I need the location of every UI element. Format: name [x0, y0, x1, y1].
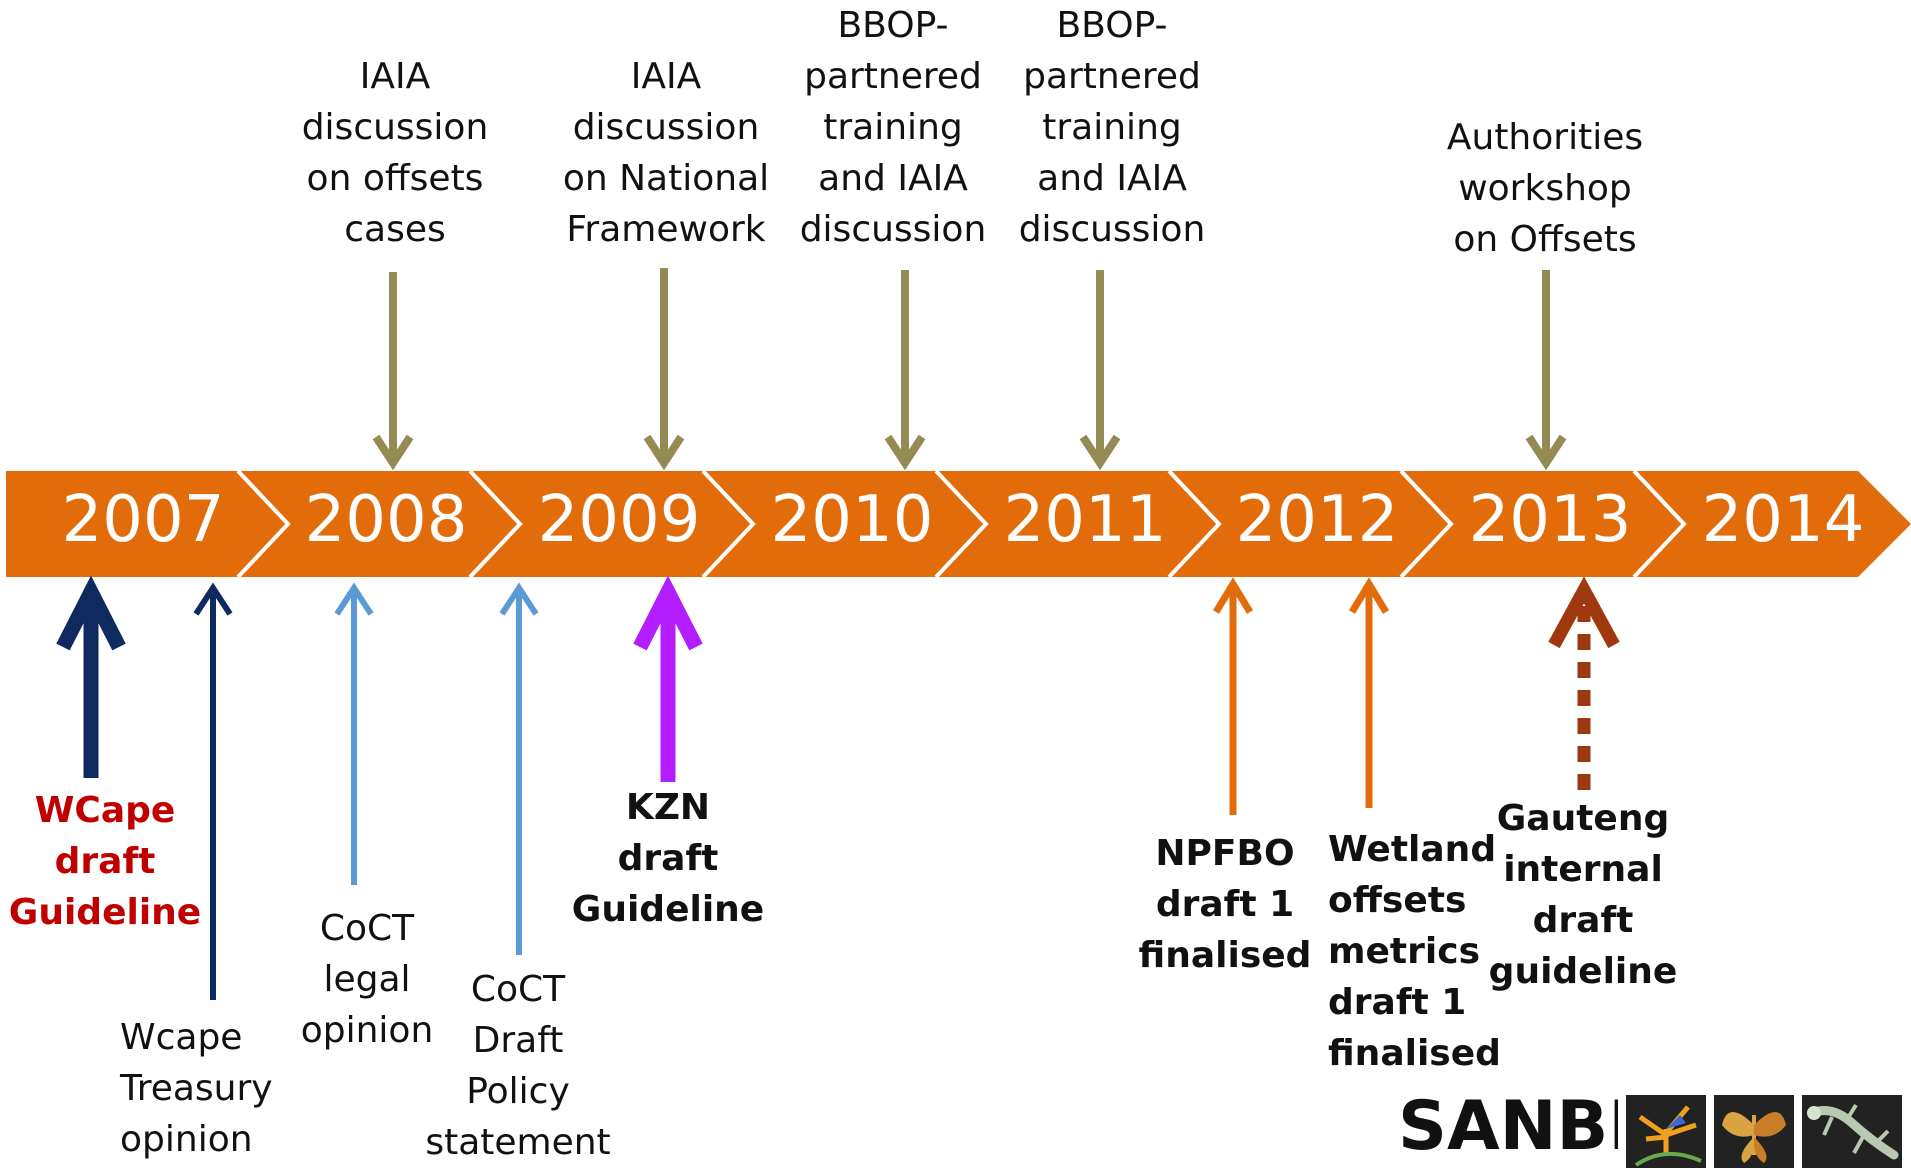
bottom-arrow-npfbo-head	[1213, 577, 1253, 614]
bottom-arrow-coct-policy-head	[499, 582, 539, 616]
lizard-icon	[1802, 1095, 1902, 1168]
sanbi-logo: SANBI	[1398, 1087, 1618, 1166]
band-chevron-1	[236, 469, 291, 579]
year-label-2014: 2014	[1701, 483, 1865, 557]
top-arrow-bbop-2-head	[1079, 434, 1121, 471]
bottom-arrow-wcape-treasury-head	[193, 582, 233, 616]
bottom-arrow-kzn-head	[633, 575, 703, 651]
band-chevron-2	[468, 469, 523, 579]
year-label-2007: 2007	[61, 483, 225, 557]
band-chevron-6	[1399, 469, 1454, 579]
bird-of-paradise-flower-icon	[1626, 1095, 1706, 1168]
bottom-event-wetland-offsets-metrics: Wetland offsets metrics draft 1 finalise…	[1328, 829, 1501, 1074]
bottom-arrow-wcape-guideline-head	[56, 575, 126, 651]
year-label-2011: 2011	[1003, 483, 1167, 557]
band-chevron-4	[934, 469, 989, 579]
bottom-event-coct-legal-opinion: CoCT legal opinion	[300, 908, 434, 1051]
top-arrow-iaia-offsets-head	[372, 434, 414, 471]
band-chevron-5	[1167, 469, 1222, 579]
top-arrow-iaia-framework-head	[643, 434, 685, 471]
top-event-bbop-training-1: BBOP- partnered training and IAIA discus…	[799, 5, 987, 250]
bottom-event-coct-draft-policy: CoCT Draft Policy statement	[425, 969, 611, 1163]
butterfly-icon	[1714, 1095, 1794, 1168]
top-event-authorities-workshop: Authorities workshop on Offsets	[1446, 117, 1644, 260]
top-arrow-bbop-1-head	[884, 434, 926, 471]
year-label-2012: 2012	[1235, 483, 1399, 557]
bottom-event-npfbo-draft-1: NPFBO draft 1 finalised	[1138, 833, 1312, 976]
band-chevron-3	[701, 469, 756, 579]
top-event-iaia-national-framework: IAIA discussion on National Framework	[562, 56, 770, 250]
bottom-arrow-wetland-head	[1349, 577, 1389, 614]
band-chevron-7	[1632, 469, 1687, 579]
year-label-2009: 2009	[537, 483, 701, 557]
timeline-band	[6, 471, 1911, 577]
top-arrow-authorities-head	[1525, 434, 1567, 471]
bottom-event-wcape-draft-guideline: WCape draft Guideline	[8, 790, 202, 933]
bottom-arrow-coct-legal-head	[334, 582, 374, 616]
year-label-2008: 2008	[304, 483, 468, 557]
bottom-event-kzn-draft-guideline: KZN draft Guideline	[571, 787, 765, 930]
top-event-bbop-training-2: BBOP- partnered training and IAIA discus…	[1018, 5, 1206, 250]
year-label-2010: 2010	[770, 483, 934, 557]
year-label-2013: 2013	[1468, 483, 1632, 557]
bottom-event-gauteng-internal-guideline: Gauteng internal draft guideline	[1488, 798, 1678, 992]
bottom-arrow-gauteng-head	[1548, 576, 1620, 649]
top-event-iaia-offsets-cases: IAIA discussion on offsets cases	[301, 56, 489, 250]
bottom-event-wcape-treasury-opinion: Wcape Treasury opinion	[120, 1017, 273, 1160]
